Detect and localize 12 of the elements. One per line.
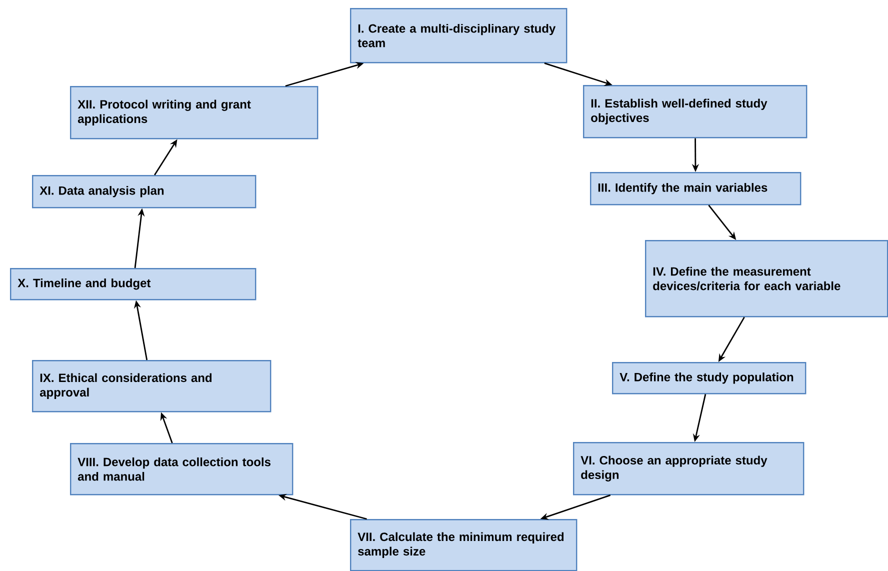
- step-box: III. Identify the main variables: [590, 172, 802, 206]
- step-box: IX. Ethical considerations and approval: [32, 360, 272, 412]
- step-box: V. Define the study population: [612, 362, 806, 394]
- step-box: XI. Data analysis plan: [32, 175, 256, 208]
- step-box: VIII. Develop data collection tools and manual: [70, 443, 294, 496]
- step-box: I. Create a multi-disciplinary study team: [350, 8, 568, 64]
- step-box: XII. Protocol writing and grant applications: [70, 86, 318, 140]
- step-box: IV. Define the measurement devices/criteria for each variable: [645, 240, 888, 318]
- step-box: VII. Calculate the minimum required sample size: [350, 519, 578, 571]
- step-box: II. Establish well-defined study objectives: [583, 85, 808, 138]
- step-box: X. Timeline and budget: [10, 268, 256, 300]
- step-box: VI. Choose an appropriate study design: [573, 442, 804, 496]
